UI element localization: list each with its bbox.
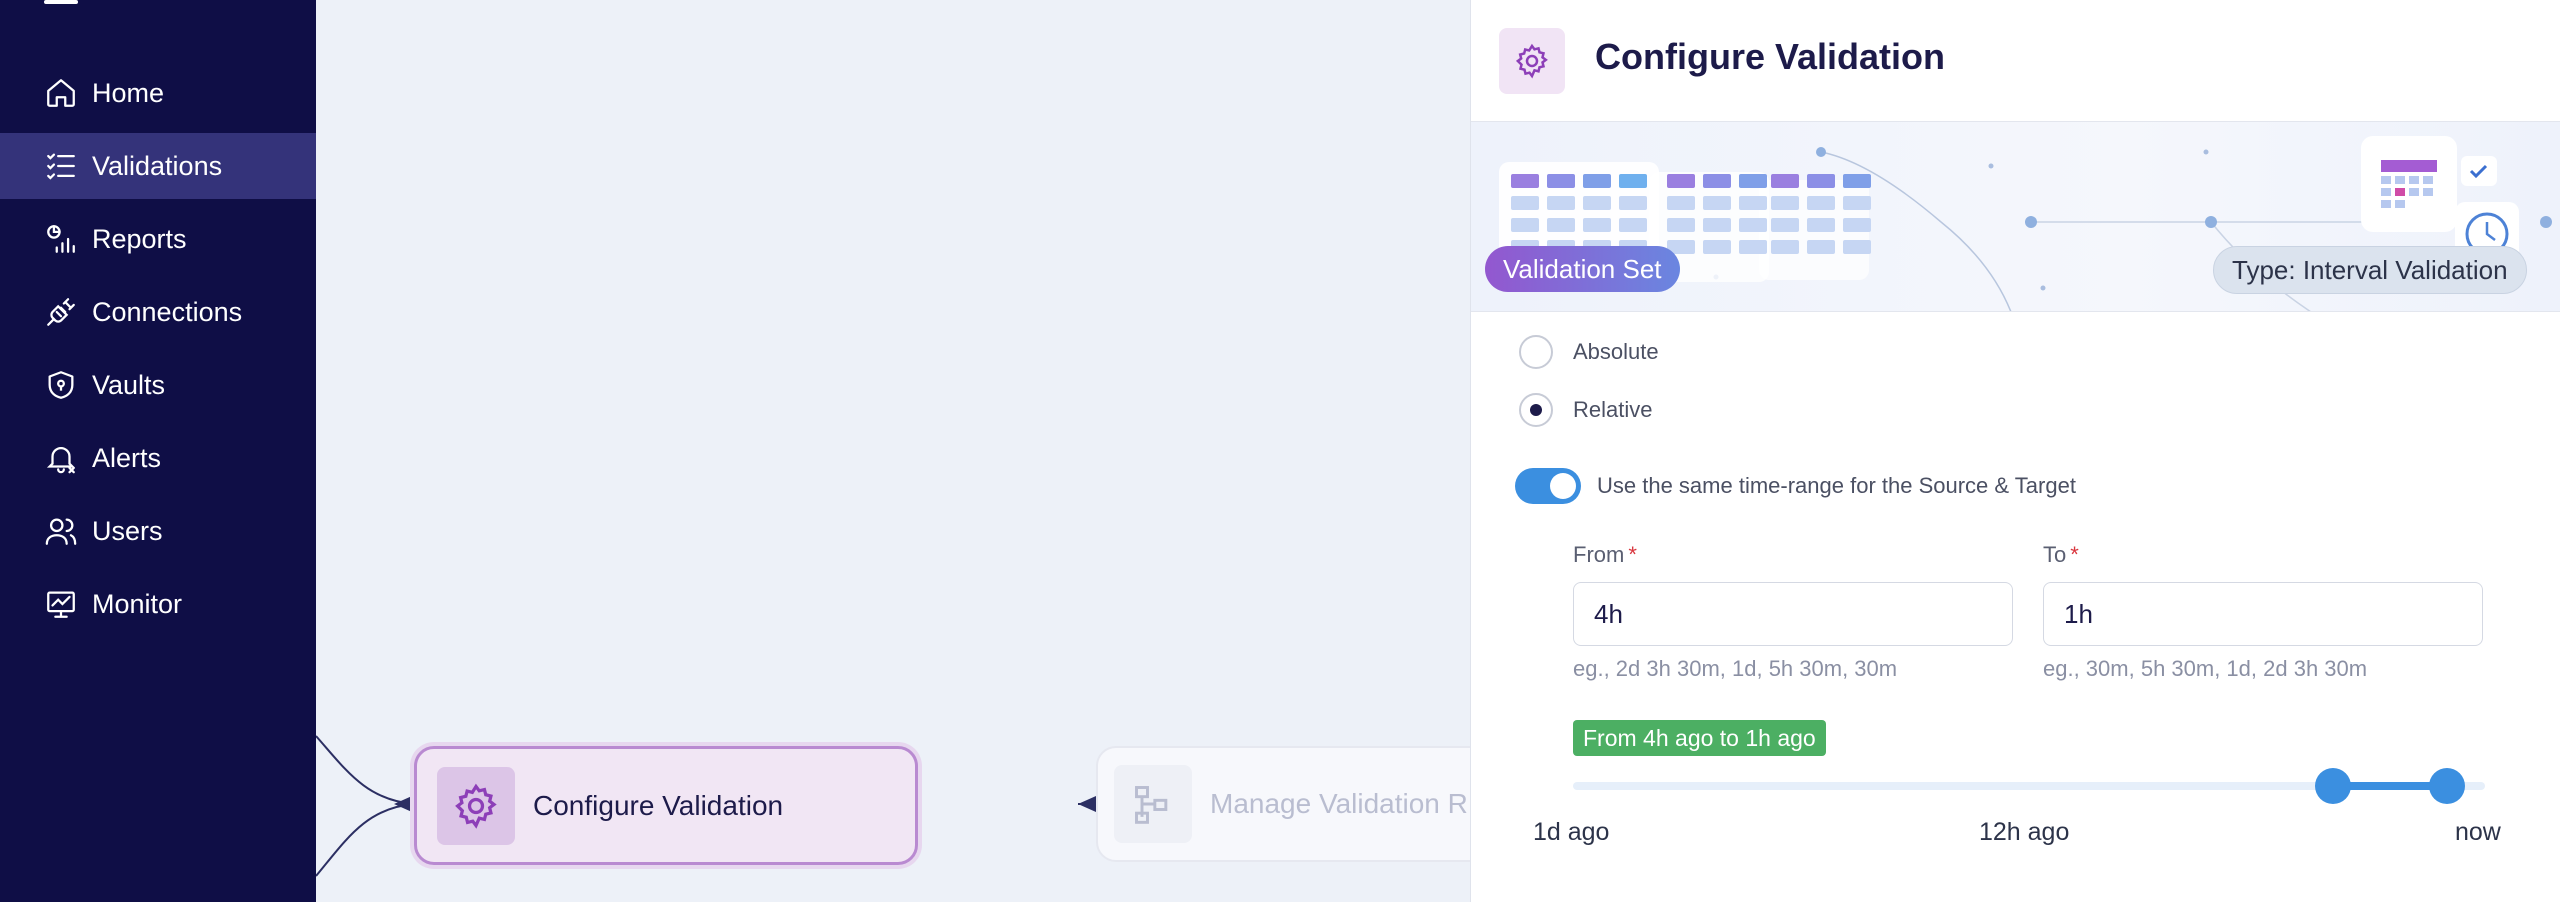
bell-icon (46, 447, 76, 474)
from-input[interactable] (1573, 582, 2013, 646)
from-hint: eg., 2d 3h 30m, 1d, 5h 30m, 30m (1573, 656, 1898, 681)
validation-set-pill: Validation Set (1485, 246, 1680, 292)
plug-icon (47, 298, 75, 326)
sidebar-item-label: Reports (92, 223, 187, 254)
range-summary-badge: From 4h ago to 1h ago (1573, 720, 1826, 756)
sidebar-item-vaults[interactable]: Vaults (0, 352, 316, 418)
sidebar-item-label: Connections (92, 296, 243, 327)
same-time-range-toggle-row: Use the same time-range for the Source &… (1515, 468, 2076, 504)
to-label: To* (2043, 542, 2079, 567)
sidebar-item-label: Alerts (92, 442, 162, 473)
radio-label: Relative (1573, 397, 1653, 422)
sidebar-item-home[interactable]: Home (0, 60, 316, 126)
radio-circle[interactable] (1519, 393, 1553, 427)
configure-validation-panel: Configure Validation (1470, 0, 2560, 902)
menu-icon[interactable] (44, 0, 78, 8)
slider-tick-label: 1d ago (1533, 818, 1610, 846)
radio-circle[interactable] (1519, 335, 1553, 369)
sidebar: Home Validations Reports Connections Vau… (0, 0, 316, 902)
sidebar-item-alerts[interactable]: Alerts (0, 425, 316, 491)
manage-validation-node[interactable]: Manage Validation R (1096, 746, 1496, 862)
validation-banner: Validation Set Type: Interval Validation (1471, 122, 2560, 312)
from-label: From* (1573, 542, 1637, 567)
sidebar-item-label: Home (92, 77, 165, 108)
time-range-slider-track[interactable] (1573, 782, 2485, 790)
sidebar-item-label: Users (92, 515, 163, 546)
slider-tick-label: 12h ago (1979, 818, 2070, 846)
sidebar-item-connections[interactable]: Connections (0, 279, 316, 345)
to-input[interactable] (2043, 582, 2483, 646)
monitor-icon (47, 591, 75, 618)
slider-end-handle[interactable] (2429, 768, 2465, 804)
users-icon (45, 518, 77, 545)
radio-label: Absolute (1573, 339, 1659, 364)
slider-tick-label: now (2455, 818, 2501, 846)
sidebar-item-users[interactable]: Users (0, 498, 316, 564)
sidebar-item-monitor[interactable]: Monitor (0, 571, 316, 637)
sidebar-item-reports[interactable]: Reports (0, 206, 316, 272)
home-icon (47, 79, 75, 107)
sidebar-item-label: Validations (92, 150, 223, 181)
time-range-slider-fill (2333, 782, 2447, 790)
shield-icon (48, 371, 74, 399)
node-label: Manage Validation R (1210, 788, 1468, 819)
gear-icon (1499, 28, 1565, 94)
same-time-range-toggle[interactable] (1515, 468, 1581, 504)
panel-title: Configure Validation (1595, 36, 1946, 77)
to-hint: eg., 30m, 5h 30m, 1d, 2d 3h 30m (2043, 656, 2368, 681)
node-label: Configure Validation (533, 789, 784, 821)
sidebar-item-label: Monitor (92, 588, 183, 619)
radio-relative[interactable]: Relative (1519, 393, 1652, 427)
sidebar-item-validations[interactable]: Validations (0, 133, 316, 199)
reports-icon (47, 225, 75, 253)
sidebar-item-label: Vaults (92, 369, 166, 400)
toggle-label: Use the same time-range for the Source &… (1597, 473, 2076, 498)
gear-icon (437, 766, 515, 845)
validation-type-pill: Type: Interval Validation (2213, 246, 2527, 294)
panel-header: Configure Validation (1471, 0, 2560, 122)
hierarchy-icon (1114, 765, 1192, 843)
checklist-icon (47, 153, 75, 180)
slider-start-handle[interactable] (2315, 768, 2351, 804)
radio-absolute[interactable]: Absolute (1519, 335, 1659, 369)
configure-validation-node[interactable]: Configure Validation (414, 746, 918, 865)
workflow-canvas[interactable]: Configure Validation Manage Validation R (316, 0, 1496, 902)
